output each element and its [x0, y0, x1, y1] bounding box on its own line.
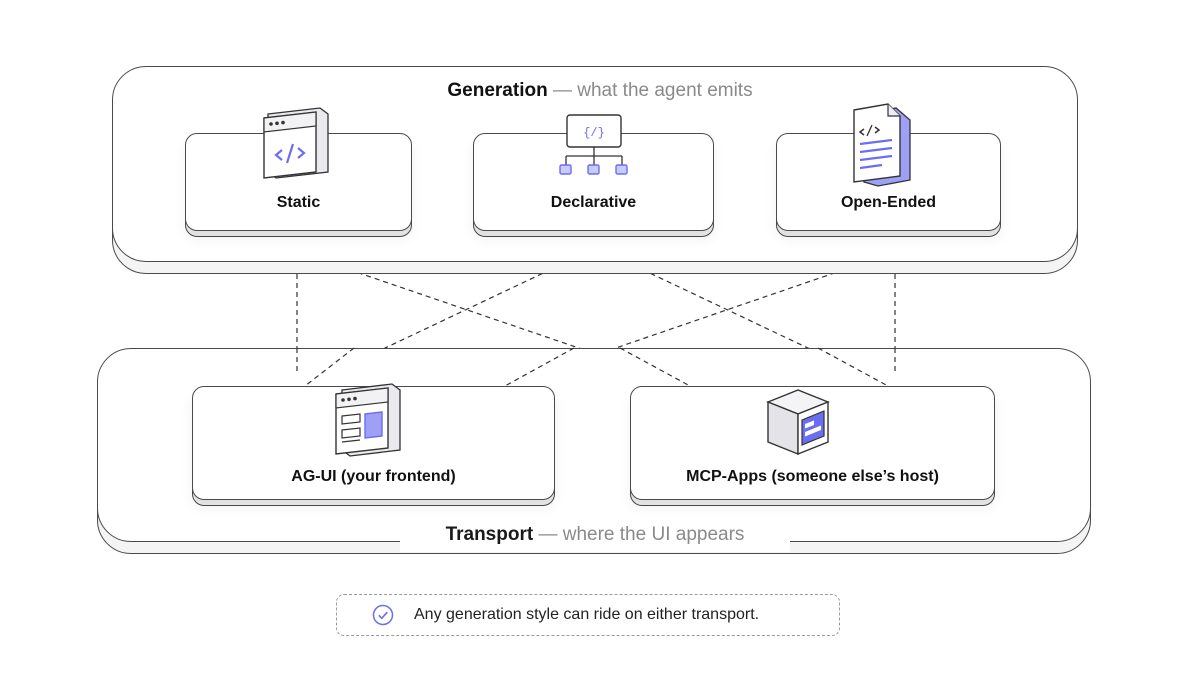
generation-subtitle: what the agent emits — [577, 80, 753, 101]
transport-heading: Transport — where the UI appears — [400, 518, 790, 552]
app-window-icon — [330, 380, 406, 465]
generation-title: Generation — [447, 80, 548, 101]
generation-heading: Generation — what the agent emits — [0, 80, 1200, 102]
code-document-icon — [848, 102, 914, 193]
card-mcp-apps-label: MCP-Apps (someone else’s host) — [686, 468, 939, 485]
takeaway-text: Any generation style can ride on either … — [414, 606, 760, 623]
card-static-label: Static — [276, 194, 321, 211]
host-box-icon — [762, 384, 834, 465]
code-window-icon — [258, 106, 334, 189]
card-declarative-label: Declarative — [550, 194, 637, 211]
card-open-ended-label: Open-Ended — [840, 194, 937, 211]
transport-subtitle: where the UI appears — [562, 524, 745, 545]
transport-separator: — — [538, 524, 558, 545]
connector-declarative-mcp — [617, 257, 889, 387]
generation-separator: — — [552, 80, 572, 101]
connector-declarative-agui — [304, 257, 576, 387]
takeaway-note: Any generation style can ride on either … — [336, 594, 840, 636]
svg-text:{/}: {/} — [583, 126, 605, 140]
card-ag-ui-label: AG-UI (your frontend) — [291, 468, 456, 485]
check-circle-icon — [372, 604, 394, 626]
transport-title: Transport — [445, 524, 534, 545]
connector-static-mcp — [314, 257, 691, 387]
code-tree-icon: {/} — [554, 112, 634, 183]
